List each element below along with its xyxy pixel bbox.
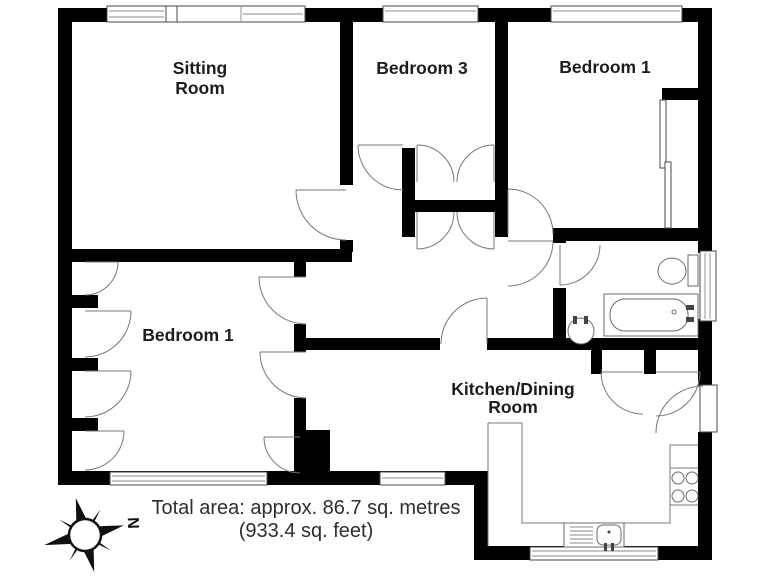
hall-node-door — [507, 240, 554, 287]
lobby-door-left — [600, 371, 644, 415]
total-area-imperial: (933.4 sq. feet) — [239, 520, 374, 542]
kitchen-hall-door — [440, 297, 488, 345]
bedroom1-top-door — [507, 188, 554, 235]
total-area-metric: Total area: approx. 86.7 sq. metres — [151, 497, 460, 519]
lobby-door-right — [655, 371, 701, 417]
doors — [84, 99, 704, 474]
wall-bedroom1-bottom — [566, 228, 712, 241]
kitchen-label-line2: Room — [488, 397, 538, 417]
kitchen-counter — [488, 422, 698, 524]
kitchen-hob — [670, 467, 699, 506]
hall-window — [379, 471, 446, 486]
ext-wall-step — [474, 471, 488, 560]
window-mullion — [165, 5, 178, 23]
wall-bathroom-west-lower — [553, 288, 566, 350]
compass-north-label: N — [124, 517, 141, 529]
wall-bedroom3-bedroom1 — [495, 8, 508, 237]
toilet — [657, 254, 699, 287]
sitting-room-window-small — [106, 5, 167, 23]
sitting-room-label-line2: Room — [175, 78, 225, 98]
bathroom-window — [699, 250, 717, 322]
total-area-caption: Total area: approx. 86.7 sq. metres (933… — [151, 497, 460, 542]
wardrobe-door-4 — [84, 430, 125, 471]
sitting-room-label-line1: Sitting — [173, 58, 227, 78]
kitchen-window — [529, 546, 659, 561]
wall-closet-shelf — [402, 200, 508, 212]
bedroom3-door — [357, 144, 404, 191]
wall-sitting-bottom — [58, 249, 352, 262]
kitchen-label-line1: Kitchen/Dining — [451, 379, 574, 399]
bathroom-basin — [567, 316, 595, 345]
wall-hall-c — [294, 398, 306, 433]
bathtub — [603, 293, 699, 337]
bedroom1-left-door — [258, 276, 307, 325]
ext-wall-left — [58, 8, 72, 485]
bathroom-fixtures — [567, 254, 699, 345]
wardrobe-door-1 — [84, 261, 119, 296]
bedroom1-top-window — [550, 5, 683, 23]
sitting-room-window-large — [176, 5, 306, 23]
bedroom1-left-label: Bedroom 1 — [142, 325, 234, 345]
bedroom3-window — [382, 5, 479, 23]
wall-bathroom-west-upper — [553, 228, 566, 243]
wall-hall-cupboard-block — [294, 430, 330, 471]
bedroom1-left-cupboard-door — [259, 351, 307, 399]
closet-double-doors-lower — [416, 211, 495, 250]
kitchen-exterior-door-leaf — [699, 384, 718, 433]
wall-wardrobe-stub-1 — [72, 295, 98, 308]
kitchen-exterior-door — [655, 385, 704, 434]
wall-sitting-bedroom3 — [340, 8, 353, 185]
wall-lobby-stub-left — [591, 350, 602, 374]
wall-hall-a — [294, 249, 306, 277]
sitting-room-door — [295, 189, 347, 241]
bedroom3-label: Bedroom 3 — [376, 58, 468, 78]
wall-wardrobe-stub-2 — [72, 358, 98, 371]
wall-kitchen-north-b — [487, 338, 553, 350]
kitchen-fixtures — [487, 422, 699, 551]
wall-kitchen-north-a — [294, 338, 440, 350]
hall-cupboard-door — [263, 436, 301, 474]
wall-wardrobe-top — [662, 88, 698, 100]
bathroom-door — [559, 244, 601, 286]
wall-lobby — [553, 338, 712, 350]
bedroom1-left-window — [109, 471, 268, 486]
kitchen-sink — [563, 522, 625, 551]
bedroom1-top-label: Bedroom 1 — [559, 57, 651, 77]
wardrobe-door-2 — [84, 310, 132, 358]
compass-icon: N — [44, 498, 141, 572]
wall-closet-column — [402, 148, 415, 237]
wall-wardrobe-stub-3 — [72, 418, 98, 431]
interior-walls — [58, 8, 712, 471]
wall-lobby-stub-right — [644, 350, 656, 374]
room-labels: Sitting Room Bedroom 3 Bedroom 1 Bedroom… — [142, 57, 651, 417]
wardrobe-door-3 — [84, 370, 132, 418]
closet-double-doors-upper — [416, 144, 495, 183]
windows — [106, 5, 718, 561]
bedroom1-sliding-wardrobe-doors — [659, 99, 672, 229]
